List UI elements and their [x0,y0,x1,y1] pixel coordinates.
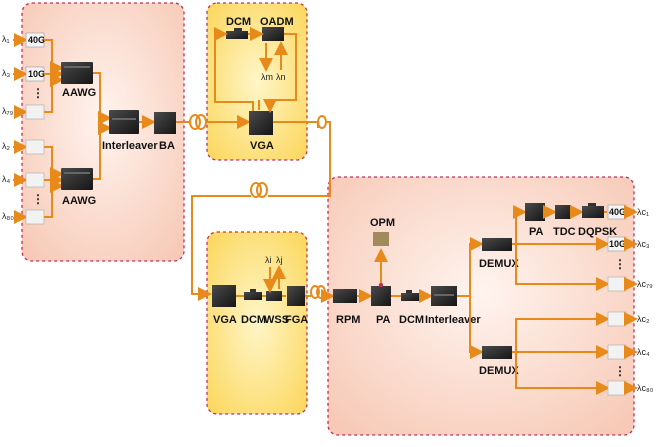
svg-text:FGA: FGA [285,314,308,326]
tx-input-lambda-1: λ₁ [2,34,10,44]
node1-lambda-n: λn [276,72,286,82]
tx-module-2 [25,139,45,155]
rx-opm: OPM [370,217,395,246]
node1-dcm: DCM [226,16,251,39]
svg-text:DCM: DCM [226,16,251,28]
node2-vga: VGA [212,285,237,326]
fiber-spool-4 [310,285,326,299]
svg-text:OADM: OADM [260,16,294,28]
svg-text:Interleaver: Interleaver [425,314,481,326]
rx-pa: PA [371,286,391,326]
svg-text:DEMUX: DEMUX [479,365,519,377]
svg-text:VGA: VGA [213,314,237,326]
svg-text:40G: 40G [28,35,45,45]
node1-oadm: OADM [260,16,294,41]
tx-input-lambda-79: λ₇₉ [2,106,14,116]
tx-input-lambda-80: λ₈₀ [2,211,14,221]
svg-text:DQPSK: DQPSK [578,226,617,238]
rx-dqpsk: DQPSK [578,203,617,238]
rx-vdots-2: ⋮ [614,364,626,378]
node1-vga: VGA [249,111,274,152]
aawg-bottom: AAWG [61,168,96,207]
rx-module-40g: 40G [607,204,627,220]
rx-module-2 [607,311,627,327]
rx-output-lambda-c1: λc₁ [637,207,649,217]
aawg-top: AAWG [61,62,96,99]
rx-tap-point [378,282,384,288]
svg-text:40G: 40G [609,207,626,217]
node2-fga: FGA [285,286,308,326]
fiber-spool-2 [317,115,327,129]
svg-text:DCM: DCM [241,314,266,326]
rx-output-lambda-c4: λc₄ [637,347,650,357]
rx-pa-channel: PA [525,203,545,238]
svg-text:OPM: OPM [370,217,395,229]
tx-input-lambda-3: λ₃ [2,68,11,78]
receiver-region [327,176,635,436]
svg-text:WSS: WSS [264,314,289,326]
node1-lambda-m: λm [261,72,273,82]
svg-text:Interleaver: Interleaver [102,140,158,152]
svg-text:10G: 10G [28,69,45,79]
rx-output-lambda-c79: λc₇₉ [637,279,653,289]
tx-module-79 [25,104,45,120]
tx-module-80 [25,209,45,225]
svg-text:PA: PA [376,314,391,326]
tx-input-lambda-4: λ₄ [2,174,11,184]
fiber-spool-3 [250,182,268,198]
rx-demux-bottom: DEMUX [479,346,519,377]
rx-module-4 [607,344,627,360]
rx-dcm: DCM [399,290,424,326]
node2-wss: WSS [264,291,289,326]
rx-rpm: RPM [333,289,360,326]
rx-vdots-1: ⋮ [614,257,626,271]
tx-interleaver: Interleaver [102,110,158,152]
svg-text:AAWG: AAWG [62,195,96,207]
svg-text:DCM: DCM [399,314,424,326]
rx-demux-top: DEMUX [479,238,519,270]
rx-interleaver: Interleaver [425,286,481,326]
tx-module-40g: 40G [25,32,45,48]
tx-vdots-1: ⋮ [32,86,44,100]
rx-tdc: TDC [553,205,576,238]
rx-output-lambda-c2: λc₂ [637,314,650,324]
booster-amplifier-ba: BA [154,112,176,152]
svg-text:PA: PA [529,226,544,238]
fiber-spool-1 [189,114,207,130]
svg-text:TDC: TDC [553,226,576,238]
tx-vdots-2: ⋮ [32,192,44,206]
node2-lambda-i: λi [265,255,272,265]
svg-text:BA: BA [159,140,175,152]
tx-module-4 [25,172,45,188]
rx-output-lambda-c3: λc₃ [637,239,650,249]
svg-text:10G: 10G [609,239,626,249]
tx-input-lambda-2: λ₂ [2,141,11,151]
svg-text:AAWG: AAWG [62,87,96,99]
node2-dcm: DCM [241,289,266,326]
tx-module-10g: 10G [25,66,45,82]
rx-module-80 [607,380,627,396]
svg-text:DEMUX: DEMUX [479,258,519,270]
svg-text:VGA: VGA [250,140,274,152]
svg-text:RPM: RPM [336,314,360,326]
node2-lambda-j: λj [276,255,283,265]
rx-module-10g: 10G [607,236,627,252]
rx-output-lambda-c80: λc₈₀ [637,383,654,393]
rx-module-79 [607,276,627,292]
